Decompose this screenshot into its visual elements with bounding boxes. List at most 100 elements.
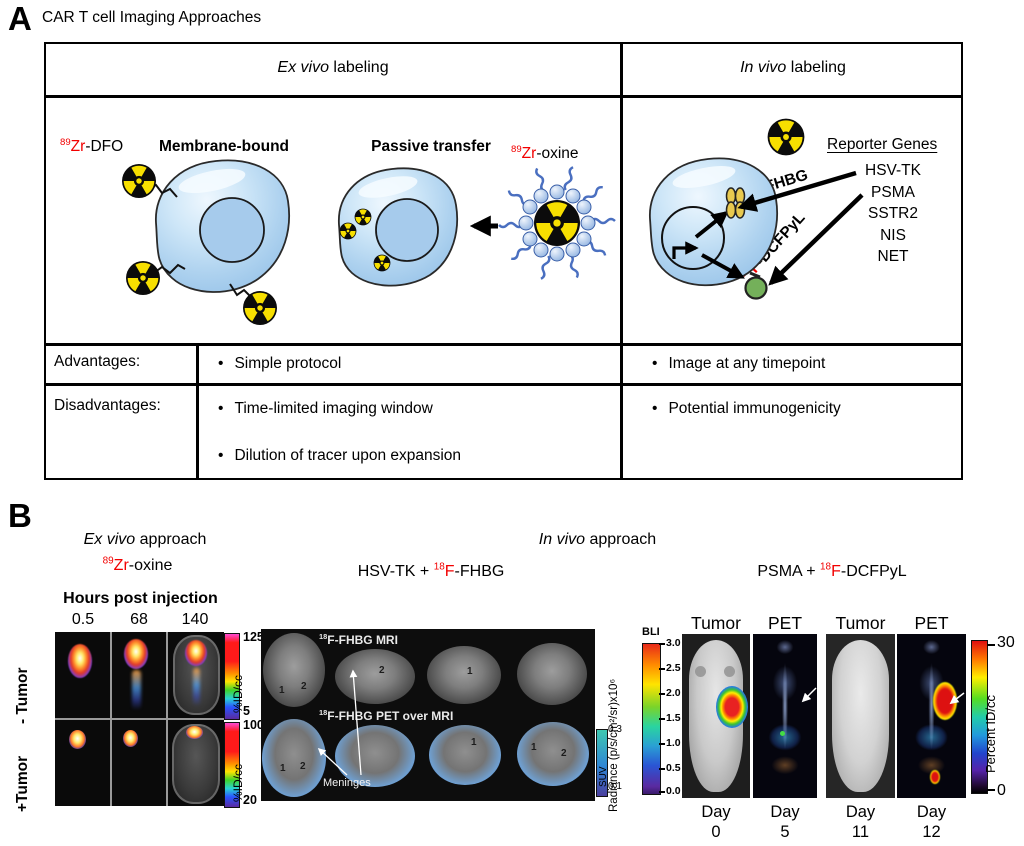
colorbar-top-units: %ID/cc — [231, 674, 245, 713]
ex-vivo-italic: Ex vivo — [277, 59, 329, 76]
table-line-v2 — [196, 343, 199, 480]
in-vivo-rest: labeling — [786, 59, 846, 76]
membrane-bound-cell — [122, 159, 291, 325]
pointer-arrow-icon — [949, 692, 965, 705]
panel-b-letter: B — [8, 497, 32, 534]
ex-vivo-approach-title: Ex vivo approach — [83, 531, 207, 548]
brain-mri-sagittal: 1 — [427, 646, 501, 704]
gene-nis: NIS — [880, 226, 906, 244]
brain-pet-sagittal — [335, 725, 415, 787]
lesion-annotation: 1 — [279, 685, 285, 696]
pet-spine-signal — [193, 668, 200, 706]
fhbg-arrow — [737, 170, 857, 212]
disadvantage-ex-vivo-2: Dilution of tracer upon expansion — [218, 447, 461, 465]
reporter-gene-list: HSV-TK PSMA SSTR2 NIS NET — [843, 160, 943, 268]
bli-tick: 1.0 — [666, 737, 681, 749]
colorbar-top-min: 5 — [243, 704, 250, 718]
hours-post-injection-label: Hours post injection — [63, 590, 218, 607]
bli-tick: 3.0 — [666, 637, 681, 649]
row-label-plus-tumor: +Tumor — [14, 755, 31, 812]
advantage-ex-vivo: Simple protocol — [218, 355, 341, 373]
bli-tick: 2.5 — [666, 662, 681, 674]
promoter-arrow-icon — [672, 241, 699, 259]
fhbg-mri-caption: 18F-FHBG MRI — [319, 632, 398, 647]
suv-min: 0.1 — [608, 781, 622, 792]
advantages-label: Advantages: — [54, 353, 141, 370]
bli-tick: 1.5 — [666, 712, 681, 724]
zr-oxine-pet-grid — [55, 632, 224, 806]
gene-sstr2: SSTR2 — [868, 205, 918, 222]
meninges-annotation: Meninges — [323, 777, 371, 789]
in-vivo-italic: In vivo — [740, 59, 787, 76]
colorbar-bottom-min: 20 — [243, 793, 257, 807]
dcfpyl-arrow — [768, 193, 864, 286]
bli-tick: 2.0 — [666, 687, 681, 699]
colorbar-idcc-top — [224, 633, 240, 720]
lesion-annotation: 2 — [379, 665, 385, 676]
zr-oxine-title-b: 89Zr-oxine — [102, 555, 173, 574]
header-ex-vivo-labeling: Ex vivo labeling — [46, 59, 620, 77]
bli-label: BLI — [642, 626, 660, 638]
pet-signal-blob — [123, 730, 138, 747]
pet-signal-blob — [69, 730, 86, 749]
suv-colorbar — [596, 729, 608, 797]
pet-colorbar-min: 0 — [997, 782, 1006, 799]
disadvantage-in-vivo: Potential immunogenicity — [652, 400, 840, 418]
radiance-axis-label: Radiance (p/s/cm²/sr)x10⁶ — [608, 678, 620, 812]
pet-colorbar-label: Percent ID/cc — [983, 694, 998, 773]
percent-idcc-colorbar — [971, 640, 988, 794]
lesion-annotation: 2 — [301, 681, 307, 692]
pointer-arrow-icon — [801, 687, 817, 703]
pet-mouse-day12 — [897, 634, 966, 798]
table-line-h3 — [44, 383, 963, 386]
brain-pet-axial: 1 2 — [262, 719, 326, 797]
fhbg-pet-mri-caption: 18F-FHBG PET over MRI — [319, 708, 454, 723]
pet-bladder-signal — [930, 770, 940, 784]
psma-dcfpyl-title: PSMA + 18F-DCFPyL — [757, 561, 907, 580]
expression-arrow-receptor — [701, 253, 745, 279]
brain-mri-axial: 1 2 — [263, 633, 325, 707]
pet-signal-blob — [68, 644, 92, 678]
timepoint-68: 68 — [130, 611, 148, 628]
brain-mri-coronal — [517, 643, 587, 705]
brain-mri-sagittal: 2 — [335, 649, 415, 704]
timepoint-0_5: 0.5 — [71, 611, 95, 628]
cell-diagrams — [122, 118, 864, 325]
brain-pet-coronal: 1 2 — [517, 722, 589, 786]
radiation-icon — [122, 164, 156, 198]
lesion-annotation: 2 — [300, 761, 306, 772]
gene-hsv-tk: HSV-TK — [865, 162, 921, 179]
ex-vivo-rest: labeling — [328, 59, 389, 76]
radiation-icon — [339, 222, 357, 240]
passive-transfer-label: Passive transfer — [371, 138, 491, 155]
table-frame — [44, 42, 963, 480]
disadvantages-label: Disadvantages: — [54, 397, 161, 414]
bli-tick: 0.0 — [666, 785, 681, 797]
lesion-annotation: 1 — [471, 737, 477, 748]
disadvantage-ex-vivo-1: Time-limited imaging window — [218, 400, 432, 418]
pet-colorbar-max: 30 — [997, 634, 1015, 651]
radiation-icon — [126, 261, 160, 295]
colorbar-top-max: 125 — [243, 630, 264, 644]
pet-spine-signal — [132, 670, 141, 710]
reporter-genes-title: Reporter Genes — [827, 136, 938, 153]
radiation-icon — [534, 200, 580, 246]
table-line-v1 — [620, 42, 623, 480]
radiation-icon — [373, 254, 391, 272]
gene-net: NET — [877, 248, 909, 265]
row-label-minus-tumor: - Tumor — [14, 667, 31, 724]
colorbar-bottom-units: %ID/cc — [231, 763, 245, 802]
table-line-h1 — [44, 95, 963, 98]
zr-dfo-label: 89Zr-DFO — [60, 136, 124, 155]
surface-receptor-icon — [744, 271, 768, 300]
passive-transfer-cell — [338, 167, 459, 287]
brain-pet-sagittal: 1 — [429, 725, 501, 785]
fhbg-brain-panel: 18F-FHBG MRI 1 2 2 1 18F-FHBG PET over M… — [261, 629, 595, 801]
bli-tumor-signal — [716, 686, 748, 728]
timepoint-140: 140 — [181, 611, 209, 628]
gene-psma: PSMA — [871, 183, 915, 201]
photo-mouse-day11 — [826, 634, 895, 798]
